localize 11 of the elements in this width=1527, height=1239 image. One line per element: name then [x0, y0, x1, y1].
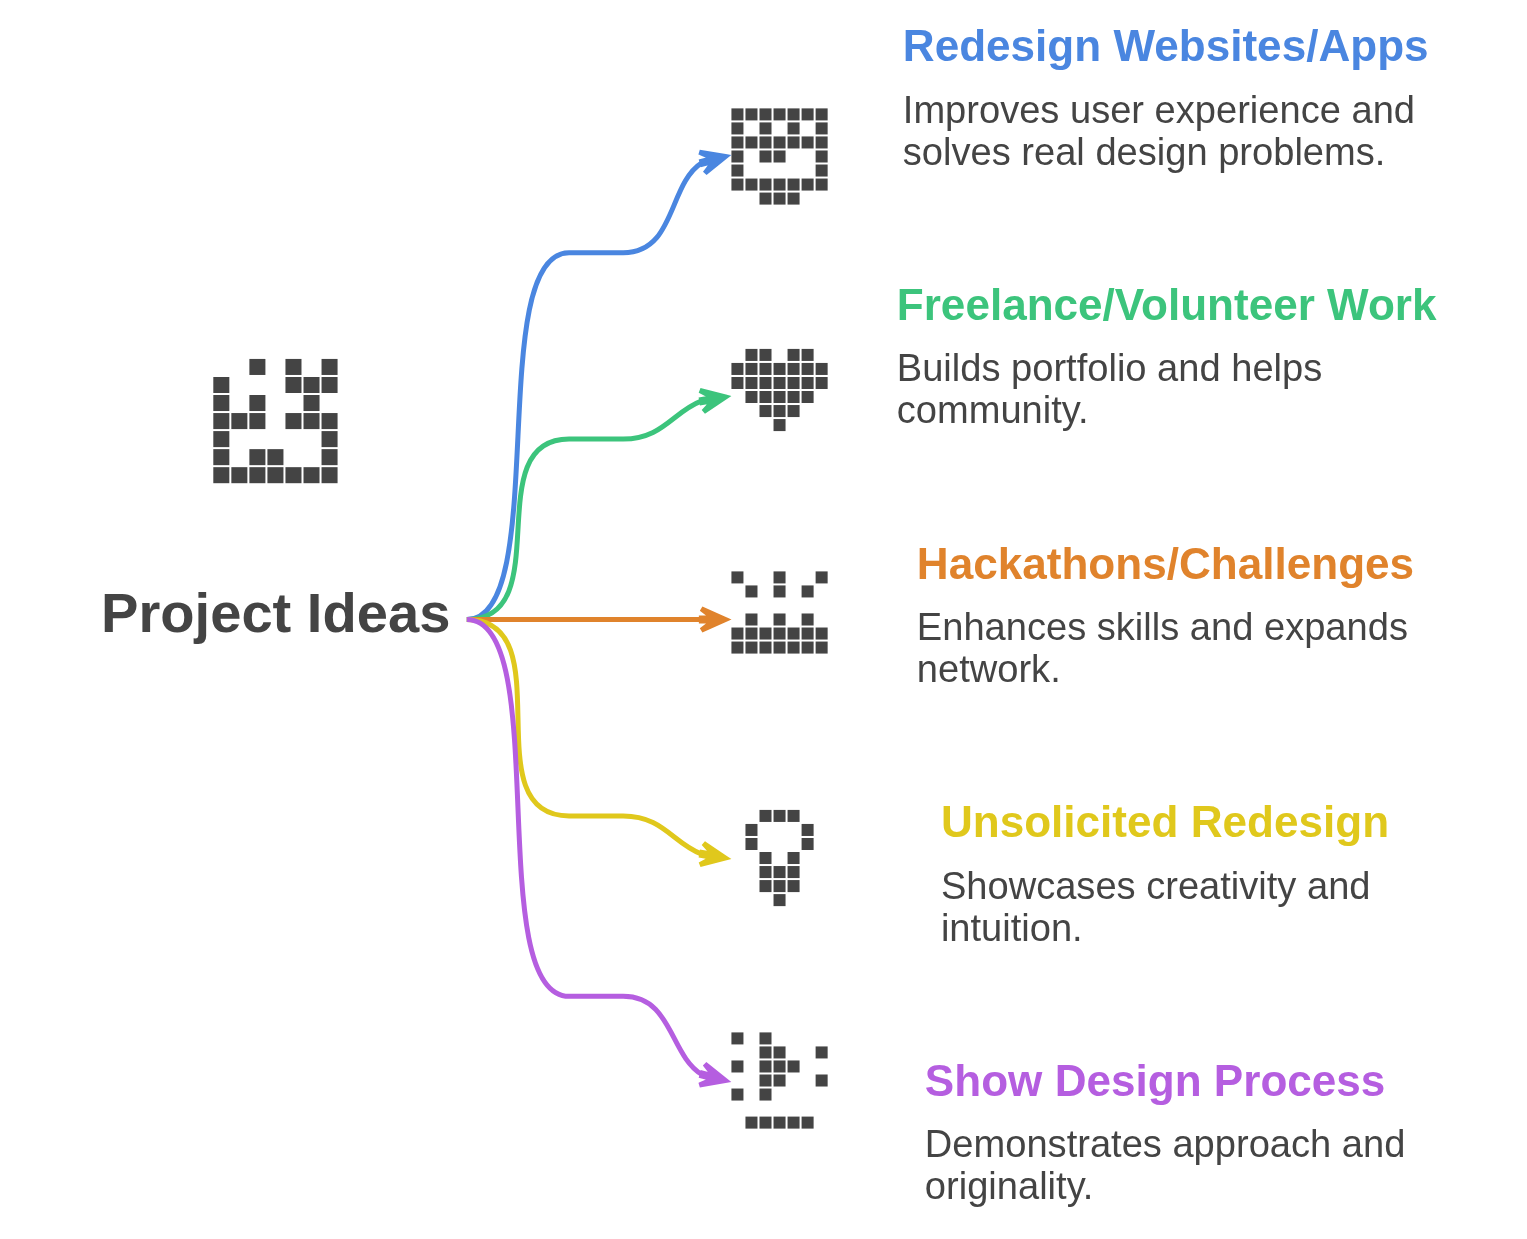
node-label: Show Design Process [924, 1055, 1386, 1105]
node-label: Showcases creativity and intuition. [940, 864, 1371, 949]
node-label: Improves user experience and solves real design problems. [902, 88, 1416, 173]
node-label: Freelance/Volunteer Work [896, 280, 1437, 330]
node-label: Builds portfolio and helps community. [896, 347, 1323, 432]
node-label: Hackathons/Challenges [916, 538, 1415, 588]
node-label: Unsolicited Redesign [940, 797, 1390, 847]
node-text: Project Ideas [101, 581, 451, 645]
node-label: Enhances skills and expands network. [916, 605, 1408, 691]
node-label: Redesign Websites/Apps [902, 21, 1429, 71]
node-label: Demonstrates approach and originality. [924, 1123, 1406, 1208]
